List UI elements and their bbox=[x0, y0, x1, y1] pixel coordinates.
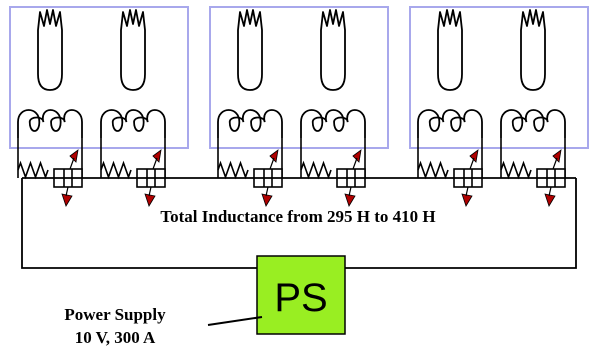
inductance-caption: Total Inductance from 295 H to 410 H bbox=[160, 207, 435, 226]
module-frame bbox=[209, 6, 389, 149]
magnet-coil-icon bbox=[320, 9, 346, 91]
resistor-icon bbox=[417, 160, 449, 180]
power-supply-title: Power Supply bbox=[64, 305, 166, 324]
power-supply-box-label: PS bbox=[274, 276, 327, 320]
resistor-icon bbox=[500, 160, 532, 180]
resistor-icon bbox=[100, 160, 132, 180]
magnet-coil-icon bbox=[237, 9, 263, 91]
inductor-coil-icon bbox=[17, 109, 83, 138]
resistor-icon bbox=[217, 160, 249, 180]
magnet-module bbox=[209, 6, 389, 207]
module-frame bbox=[9, 6, 189, 149]
inductor-coil-icon bbox=[100, 109, 166, 138]
resistor-icon bbox=[300, 160, 332, 180]
inductor-coil-icon bbox=[417, 109, 483, 138]
magnet-unit bbox=[17, 9, 83, 207]
inductor-coil-icon bbox=[217, 109, 283, 138]
inductor-coil-icon bbox=[300, 109, 366, 138]
return-wire-left bbox=[21, 178, 257, 269]
power-supply-leader-line bbox=[207, 316, 263, 326]
resistor-icon bbox=[17, 160, 49, 180]
magnet-unit bbox=[300, 9, 366, 207]
magnet-coil-icon bbox=[120, 9, 146, 91]
magnet-unit bbox=[217, 9, 283, 207]
magnet-module bbox=[9, 6, 189, 207]
power-supply: PS bbox=[256, 255, 346, 335]
module-frame bbox=[409, 6, 589, 149]
magnet-modules bbox=[9, 6, 589, 207]
inductor-coil-icon bbox=[500, 109, 566, 138]
magnet-unit bbox=[417, 9, 483, 207]
magnet-coil-icon bbox=[437, 9, 463, 91]
magnet-unit bbox=[100, 9, 166, 207]
magnet-module bbox=[409, 6, 589, 207]
magnet-coil-icon bbox=[37, 9, 63, 91]
power-supply-spec: 10 V, 300 A bbox=[75, 328, 156, 347]
circuit-wires bbox=[21, 177, 577, 269]
diode-pair-icon bbox=[136, 149, 166, 207]
magnet-coil-icon bbox=[520, 9, 546, 91]
return-wire-right bbox=[345, 178, 577, 269]
power-supply-box[interactable] bbox=[256, 255, 346, 335]
magnet-unit bbox=[500, 9, 566, 207]
